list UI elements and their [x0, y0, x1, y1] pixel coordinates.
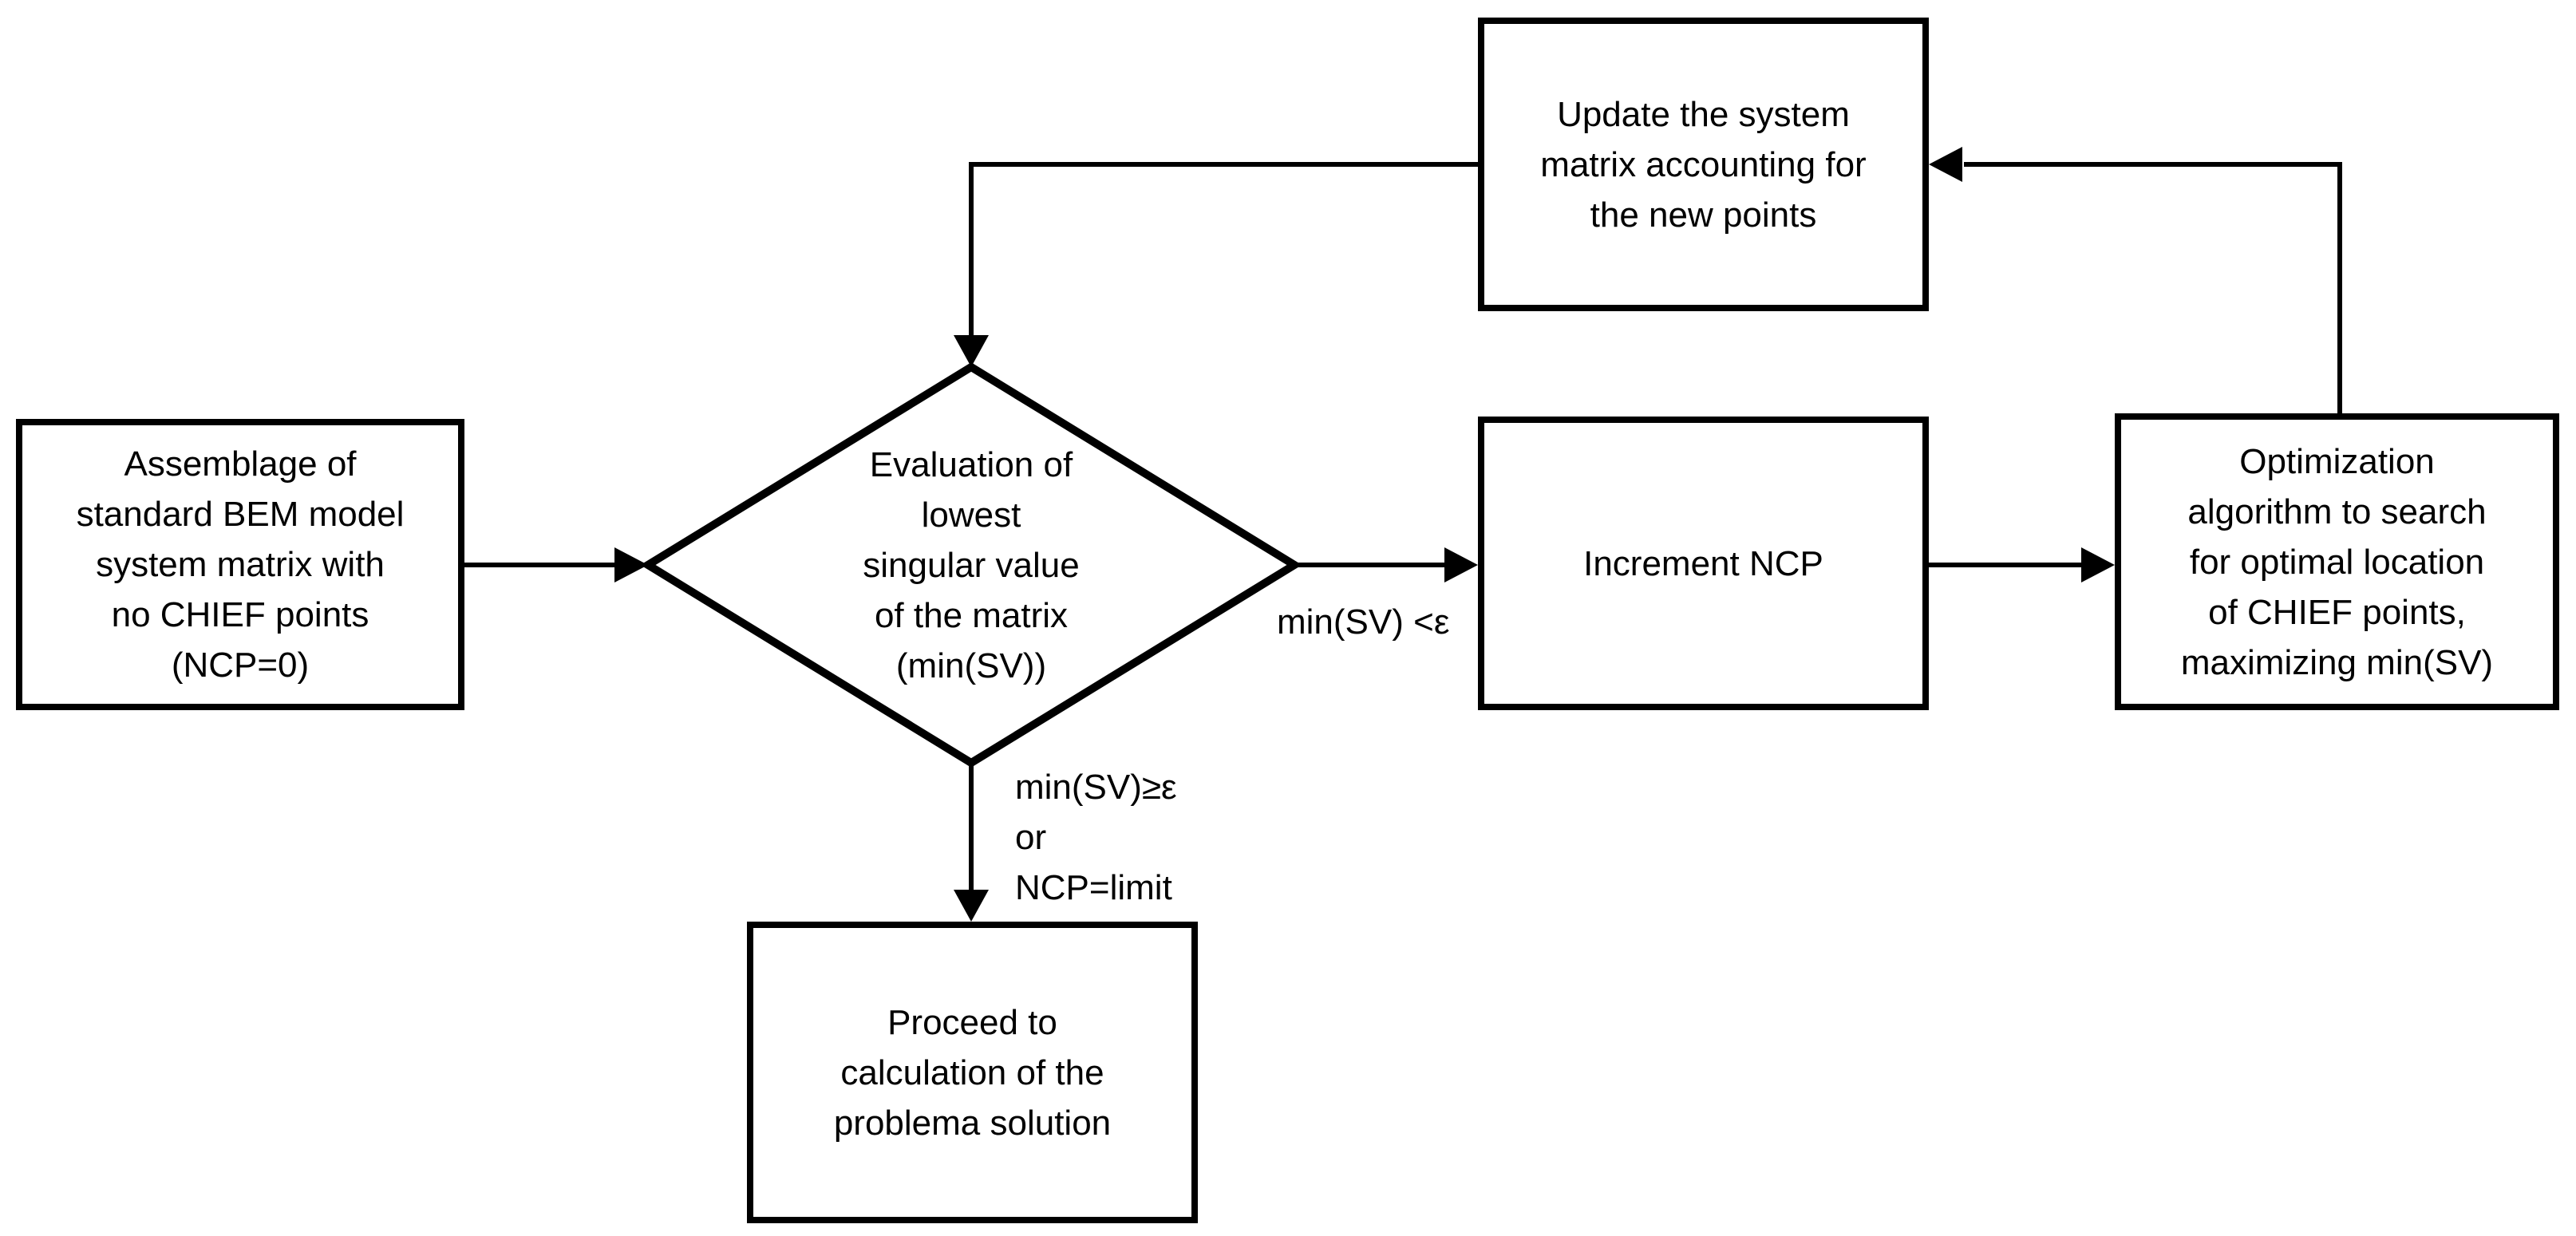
node-increment-ncp: Increment NCP [1478, 417, 1929, 710]
edge-label-min-sv-geq-epsilon-or-ncp-limit: min(SV)≥ε or NCP=limit [1015, 768, 1177, 907]
node-update-system-matrix: Update the system matrix accounting for … [1478, 18, 1929, 311]
node-proceed-label: Proceed to calculation of the problema s… [833, 1002, 1112, 1143]
node-optimization-label: Optimization algorithm to search for opt… [2180, 441, 2494, 682]
arrowhead-increment-to-optimization [2081, 547, 2115, 582]
arrowhead-optimization-to-update [1929, 147, 1962, 182]
node-assemblage-bem-matrix: Assemblage of standard BEM model system … [16, 419, 464, 710]
node-evaluation-label: Evaluation of lowest singular value of t… [863, 444, 1080, 685]
arrow-optimization-to-update [1964, 162, 2342, 413]
node-evaluation-decision: Evaluation of lowest singular value of t… [756, 437, 1187, 693]
node-optimization-algorithm: Optimization algorithm to search for opt… [2115, 413, 2559, 710]
arrowhead-decision-to-proceed [954, 890, 989, 922]
arrowhead-update-to-decision [954, 335, 989, 367]
node-increment-label: Increment NCP [1583, 543, 1823, 583]
arrowhead-decision-to-increment [1444, 547, 1478, 582]
arrowhead-start-to-decision [614, 547, 648, 582]
edge-label-min-sv-less-than-epsilon: min(SV) <ε [1277, 602, 1450, 642]
node-proceed-solution: Proceed to calculation of the problema s… [747, 922, 1198, 1223]
node-update-label: Update the system matrix accounting for … [1540, 94, 1867, 235]
node-assemblage-label: Assemblage of standard BEM model system … [76, 444, 405, 685]
arrow-update-to-decision [969, 162, 1478, 338]
